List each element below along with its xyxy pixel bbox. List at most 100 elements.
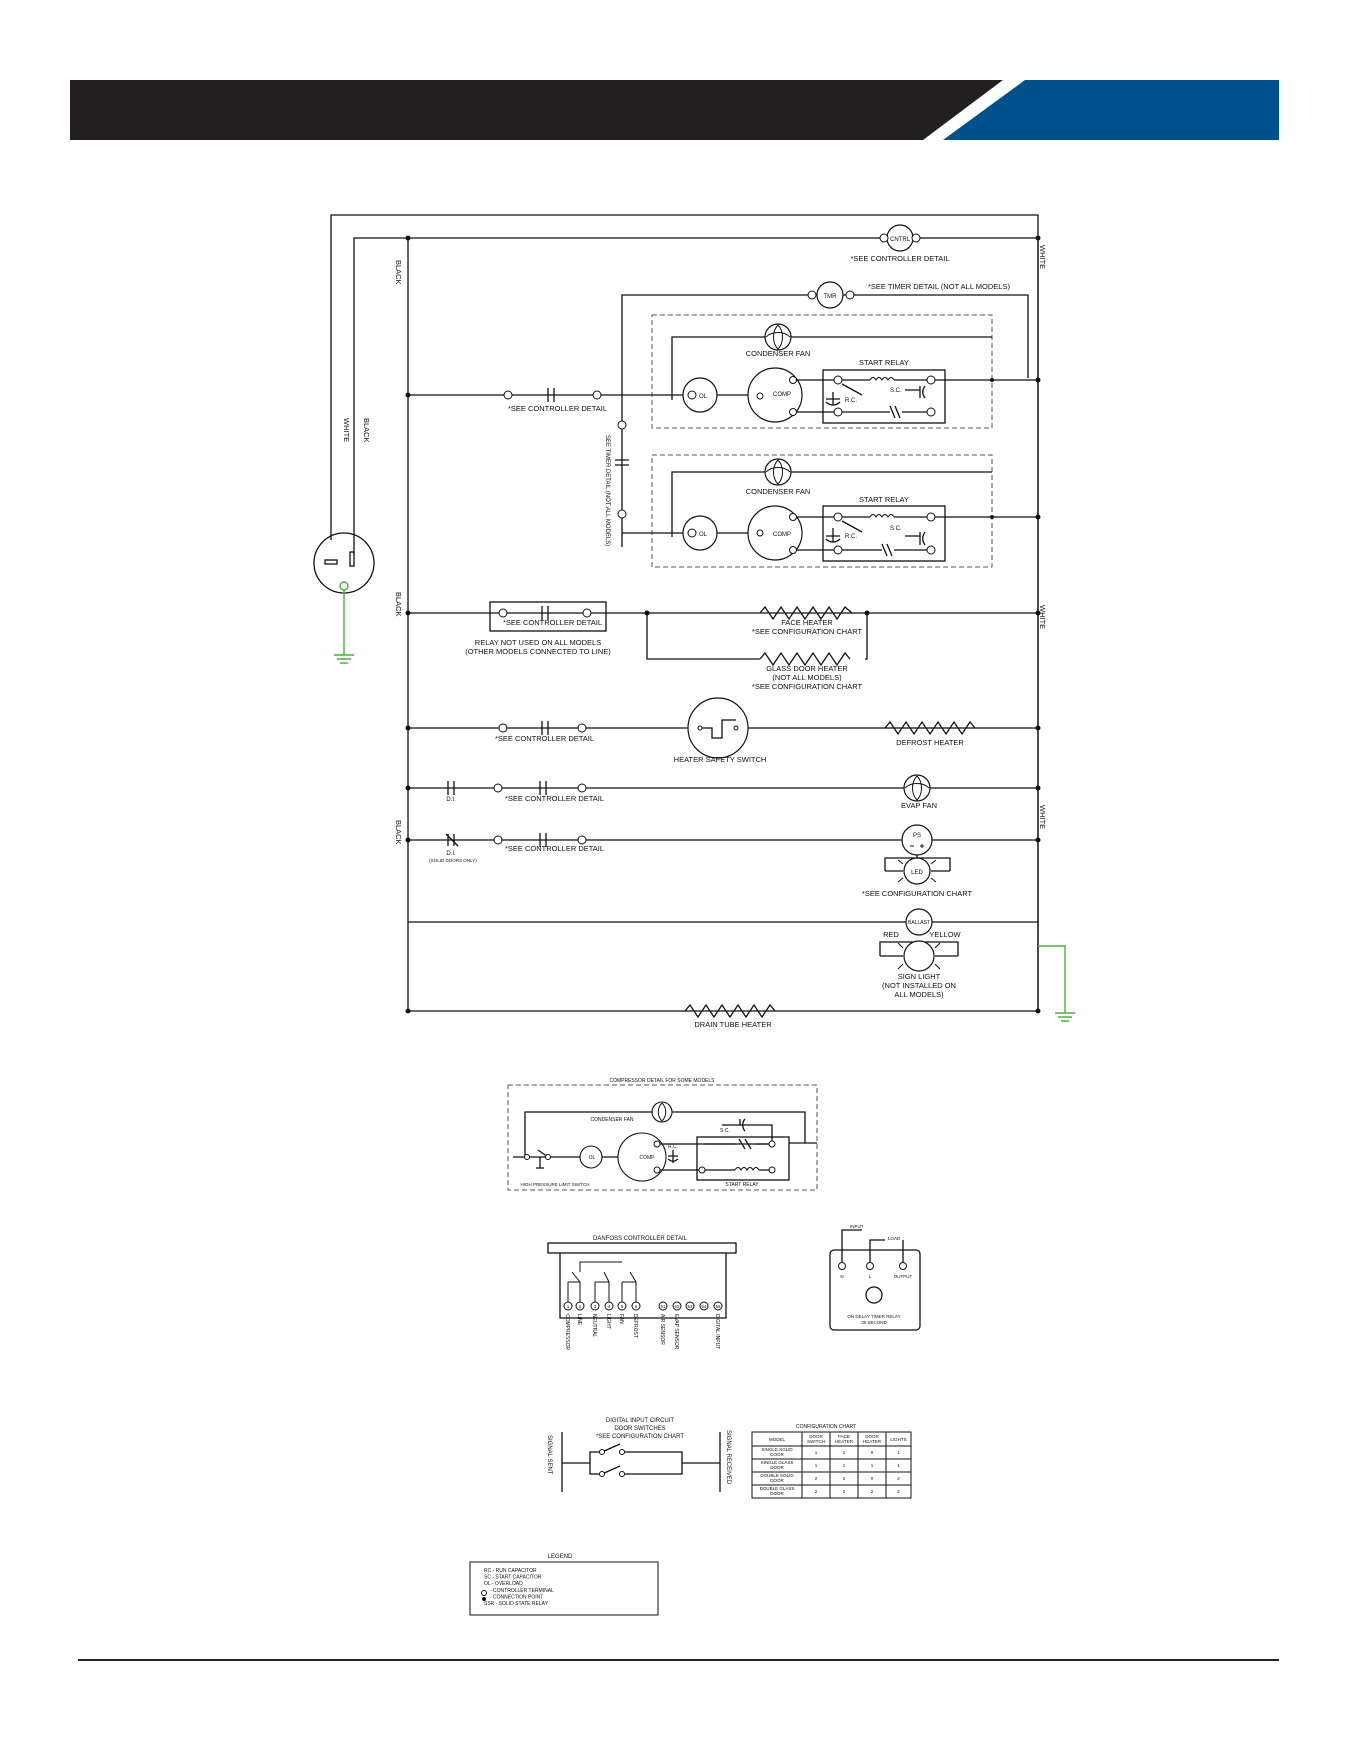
condenser-fan-label-1: CONDENSER FAN	[746, 349, 811, 358]
glass-door-heater-icon	[759, 651, 851, 667]
controller-note-2: *SEE CONTROLLER DETAIL	[508, 404, 607, 413]
danfoss-terminal-label: LINE	[576, 1314, 582, 1326]
cd-sc-label: S.C.	[720, 1128, 730, 1134]
config-header: DOOR	[865, 1434, 879, 1439]
di-title-2: DOOR SWITCHES	[614, 1426, 665, 1432]
config-model: DOOR	[770, 1491, 784, 1496]
controller-label: CNTRL	[890, 237, 911, 243]
timer-relay-load: LOAD	[888, 1236, 901, 1241]
glass-door-heater-label: GLASS DOOR HEATER	[766, 664, 848, 673]
config-cell: 1	[815, 1450, 818, 1455]
lights-row: D.I. (SOLID DOORS ONLY) *SEE CONTROLLER …	[405, 824, 1041, 898]
legend-item: - CONTROLLER TERMINAL	[490, 1588, 554, 1594]
timer-relay-output: OUTPUT	[894, 1274, 913, 1279]
config-cell: 1	[843, 1450, 846, 1455]
rc-label-1: R.C.	[845, 398, 857, 404]
config-cell: 2	[897, 1476, 900, 1481]
compressor-label-1: COMP	[773, 392, 791, 398]
config-cell: 2	[843, 1476, 846, 1481]
start-relay-label-2: START RELAY	[859, 495, 909, 504]
config-model: SINGLE SOLID	[761, 1447, 793, 1452]
ground-icon	[334, 590, 354, 664]
plug-icon	[313, 532, 375, 594]
danfoss-terminal-number: 54	[701, 1304, 707, 1309]
sign-light-icon	[903, 940, 935, 972]
config-model: DOOR	[770, 1478, 784, 1483]
rail-label-white: WHITE	[1038, 245, 1047, 269]
timer-row: TMR *SEE TIMER DETAIL (NOT ALL MODELS)	[621, 281, 1029, 547]
rail-label-black: BLACK	[394, 260, 403, 285]
danfoss-terminal-number: 5	[621, 1304, 624, 1309]
danfoss-terminal-number: 55	[715, 1304, 721, 1309]
yellow-wire-label: YELLOW	[929, 930, 961, 939]
cd-compressor-label: COMP	[640, 1155, 656, 1161]
danfoss-terminal-label: LIGHT	[605, 1314, 611, 1329]
config-header: FACE	[838, 1434, 850, 1439]
relay-box	[489, 601, 607, 632]
digital-input-detail: DIGITAL INPUT CIRCUIT DOOR SWITCHES *SEE…	[546, 1418, 731, 1492]
heater-safety-switch-icon	[687, 697, 749, 759]
danfoss-terminal-number: 6	[635, 1304, 638, 1309]
danfoss-terminal-number: 51	[660, 1304, 666, 1309]
ps-label: PS	[913, 833, 921, 839]
timer-branch: SEE TIMER DETAIL (NOT ALL MODELS)	[604, 420, 629, 546]
config-cell: 0	[871, 1476, 874, 1481]
evap-fan-row: D.I. *SEE CONTROLLER DETAIL EVAP FAN	[405, 774, 1041, 810]
config-header: MODEL	[769, 1437, 786, 1442]
timer-label: TMR	[824, 294, 838, 300]
signal-sent-label: SIGNAL SENT	[546, 1435, 552, 1475]
sc-label-2: S.C.	[890, 526, 902, 532]
glass-door-heater-note: (NOT ALL MODELS)	[772, 673, 842, 682]
lights-config: *SEE CONFIGURATION CHART	[862, 889, 973, 898]
overload-label-1: OL	[699, 394, 708, 400]
timer-relay-input: INPUT	[850, 1224, 864, 1229]
cd-condenser-fan-icon	[651, 1101, 673, 1123]
danfoss-terminal-label: DEFROST	[632, 1314, 638, 1338]
rail-label-black-2: BLACK	[394, 592, 403, 617]
sign-light-row: BALLAST RED YELLOW SIGN LIGHT (NOT INSTA…	[408, 908, 1075, 1022]
heater-safety-switch-label: HEATER SAFETY SWITCH	[674, 755, 767, 764]
heater-row: *SEE CONTROLLER DETAIL RELAY NOT USED ON…	[405, 601, 1041, 691]
sign-light-label-3: ALL MODELS)	[894, 990, 944, 999]
di-label-2: D.I.	[446, 851, 456, 857]
config-cell: 1	[871, 1463, 874, 1468]
config-cell: 1	[897, 1463, 900, 1468]
danfoss-terminal: 53	[685, 1301, 695, 1311]
start-relay-box-1	[822, 369, 946, 424]
legend-title: LEGEND	[548, 1554, 573, 1560]
di-title-1: DIGITAL INPUT CIRCUIT	[606, 1418, 675, 1424]
danfoss-terminal-number: 3	[594, 1304, 597, 1309]
danfoss-title: DANFOSS CONTROLLER DETAIL	[593, 1236, 688, 1242]
timer-vertical-note: SEE TIMER DETAIL (NOT ALL MODELS)	[604, 435, 610, 546]
config-cell: 2	[897, 1489, 900, 1494]
config-cell: 1	[815, 1463, 818, 1468]
danfoss-terminal-label: DIGITAL INPUT	[714, 1314, 720, 1349]
timer-relay-desc-2: 30 SECOND	[861, 1320, 887, 1325]
timer-icon	[816, 281, 844, 309]
config-cell: 2	[843, 1489, 846, 1494]
configuration-chart: CONFIGURATION CHART MODEL DOOR SWITCH FACEH…	[751, 1424, 912, 1499]
power-supply-icon	[901, 824, 933, 856]
config-header: SWITCH	[807, 1439, 825, 1444]
sc-label-1: S.C.	[890, 388, 902, 394]
config-chart-title: CONFIGURATION CHART	[796, 1424, 856, 1430]
relay-note-2: (OTHER MODELS CONNECTED TO LINE)	[465, 647, 611, 656]
di-label-1: D.I.	[446, 797, 456, 803]
controller-note-4: *SEE CONTROLLER DETAIL	[495, 734, 594, 743]
wire-label-white: WHITE	[342, 418, 351, 442]
glass-door-heater-config: *SEE CONFIGURATION CHART	[752, 682, 863, 691]
red-wire-label: RED	[883, 930, 899, 939]
compressor-detail-title: COMPRESSOR DETAIL FOR SOME MODELS	[609, 1078, 715, 1084]
config-header: HEATER	[835, 1439, 854, 1444]
condenser-fan-icon-1	[764, 323, 792, 351]
danfoss-relay-contacts	[568, 1261, 637, 1283]
condenser-fan-icon-2	[764, 458, 792, 486]
danfoss-terminal-label: AIR SENSOR	[659, 1314, 665, 1345]
rail-label-black-3: BLACK	[394, 820, 403, 845]
controller-note-5: *SEE CONTROLLER DETAIL	[505, 794, 604, 803]
timer-relay-n: N	[840, 1274, 843, 1279]
